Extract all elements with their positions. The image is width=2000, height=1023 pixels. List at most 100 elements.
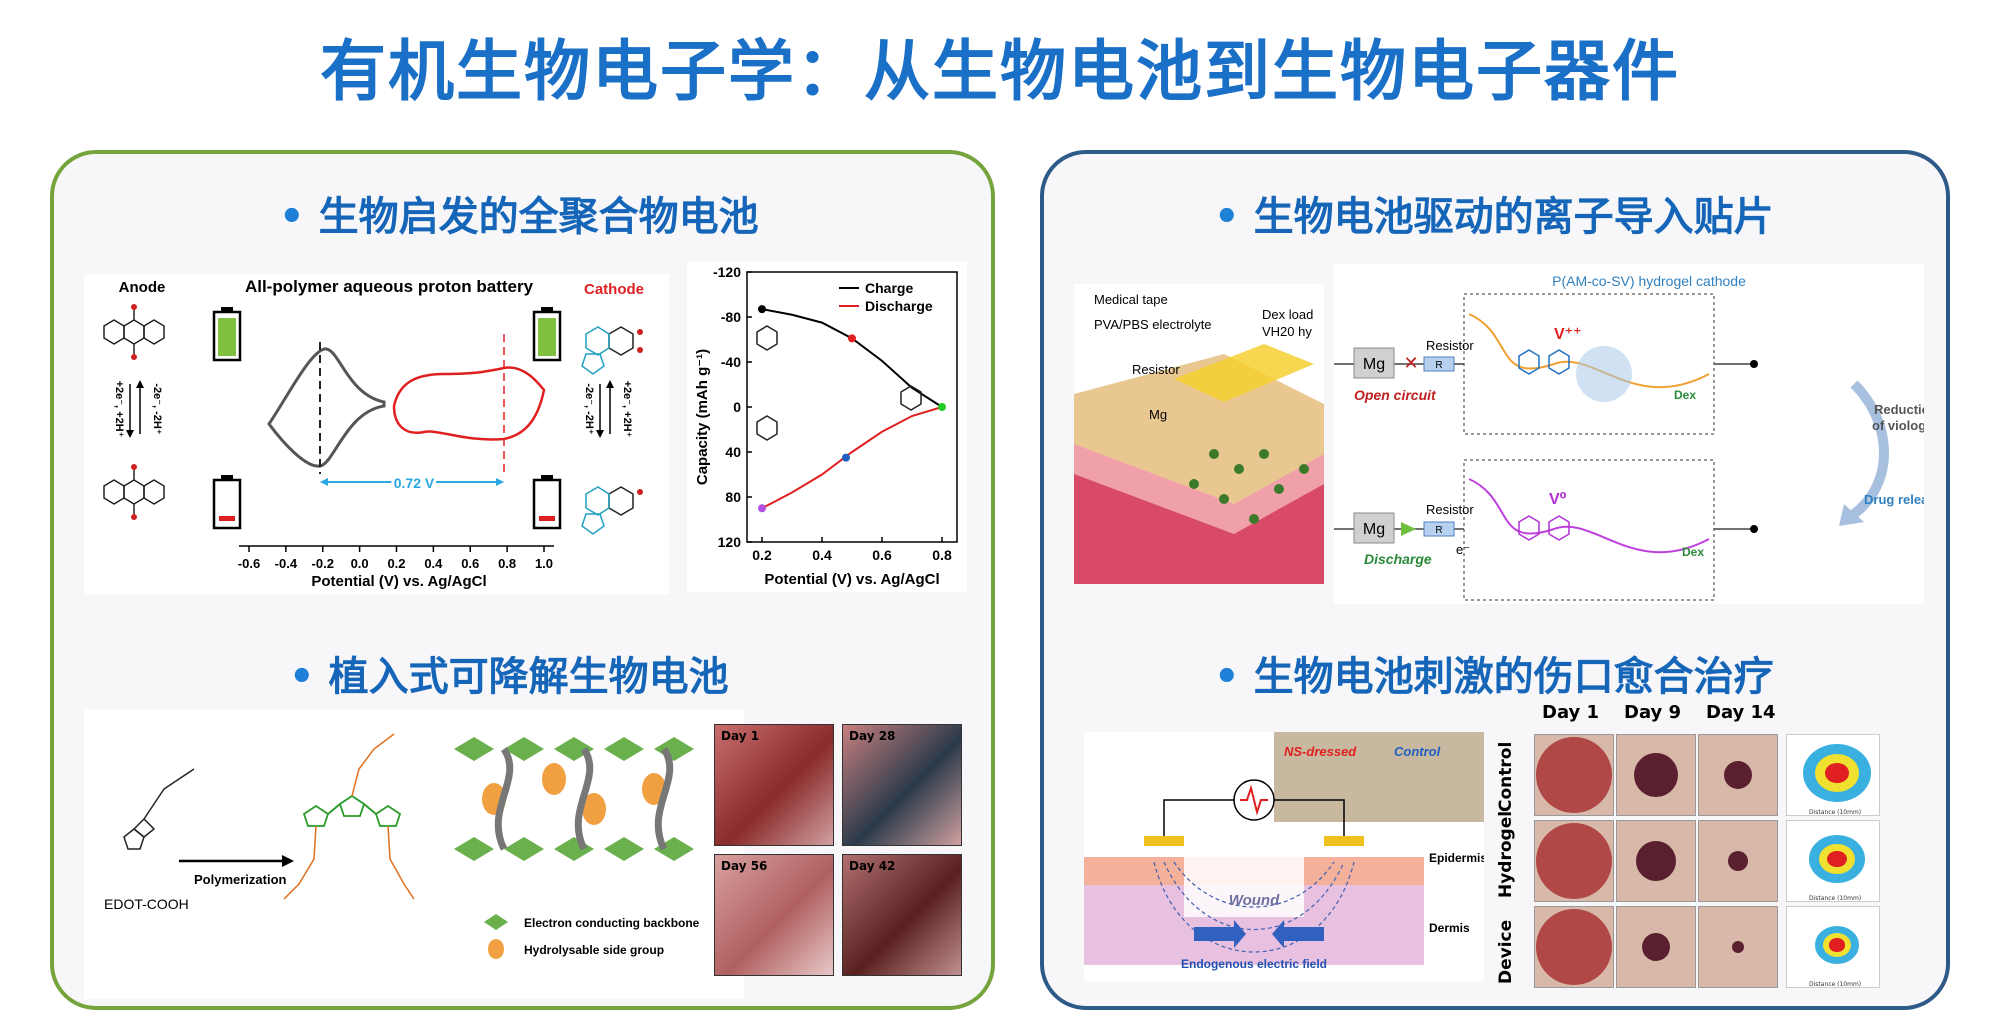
field-arrow-right-icon: [1194, 920, 1246, 948]
backbone-diamond: [454, 837, 494, 861]
field-label: Endogenous electric field: [1181, 957, 1327, 971]
wound-photo: [1274, 732, 1484, 822]
r-symbol-top: R: [1435, 360, 1442, 371]
healing-photo: [1616, 906, 1696, 988]
electrode-right: [1324, 836, 1364, 846]
heatmap-contour: [1829, 938, 1845, 952]
series-line-discharge: [761, 406, 943, 510]
field-arrow-left-icon: [1272, 920, 1324, 948]
mg-electrode-top: [1353, 347, 1395, 379]
circuit-svg: P(AM-co-SV) hydrogel cathode Mg Mg ✕ R R…: [1334, 273, 1943, 601]
backbone-diamond: [654, 737, 694, 761]
section-title-implantable-battery: •植入式可降解生物电池: [289, 644, 729, 702]
healing-photo: [1698, 820, 1778, 902]
battery-empty-icon: [532, 475, 562, 530]
healing-photo: [1534, 734, 1614, 816]
resistor-bottom: [1423, 521, 1455, 537]
cv-x-tick-label: 0.6: [461, 556, 479, 571]
label-electrolyte: PVA/PBS electrolyte: [1094, 317, 1212, 332]
of-viologen-label: of viologen: [1872, 418, 1924, 433]
col-label-day9: Day 9: [1624, 702, 1682, 723]
section-text: 生物启发的全聚合物电池: [318, 194, 759, 240]
x-tick-label: 0.6: [872, 547, 892, 563]
field-lines: [1153, 861, 1355, 953]
section-text: 生物电池刺激的伤口愈合治疗: [1253, 654, 1774, 700]
cv-x-tick-label: 0.0: [351, 556, 369, 571]
backbone-diamond: [504, 737, 544, 761]
oxygen-atom: [131, 304, 137, 310]
patch-figure: Medical tape PVA/PBS electrolyte Dex loa…: [1074, 284, 1324, 584]
open-circuit-label: Open circuit: [1354, 387, 1437, 403]
oxygen-atom: [637, 329, 643, 335]
backbone-diamond: [454, 737, 494, 761]
wound-spot: [1642, 933, 1670, 961]
label-vh20: VH20 hy: [1262, 324, 1312, 339]
wound-spot: [1636, 841, 1676, 881]
closed-switch-icon: [1401, 522, 1416, 536]
skin-dermis: [1074, 474, 1324, 584]
label-resistor: Resistor: [1132, 362, 1180, 377]
heatmap-contour: [1827, 850, 1847, 868]
arrow-head-icon: [606, 380, 614, 388]
cv-x-tick-label: -0.6: [238, 556, 260, 571]
edot-label: EDOT-COOH: [104, 896, 189, 912]
mg-electrode-bottom: [1353, 512, 1395, 544]
mg-label-top: Mg: [1363, 356, 1385, 373]
backbone-diamond: [604, 737, 644, 761]
battery-empty-icon: [212, 475, 242, 530]
cathode-reaction-reverse: -2e⁻, -2H⁺: [583, 383, 595, 435]
catechol-molecule: [756, 325, 778, 351]
day-label: Day 28: [849, 729, 896, 743]
arrow-head-icon: [596, 430, 604, 438]
polymer-backbone-top: [1468, 313, 1710, 389]
col-label-day14: Day 14: [1706, 702, 1776, 723]
catechol-molecule: [756, 415, 778, 441]
wound-spot: [1634, 753, 1678, 797]
backbone-diamond: [554, 837, 594, 861]
ns-dressed-label: NS-dressed: [1284, 744, 1357, 759]
wound-spot: [1724, 761, 1752, 789]
cathode-title: P(AM-co-SV) hydrogel cathode: [1552, 273, 1746, 289]
label-dex-load: Dex load: [1262, 307, 1313, 322]
oxygen-atom: [131, 354, 137, 360]
healing-photo: [1698, 906, 1778, 988]
photo-day28: Day 28: [842, 724, 962, 846]
bullet-icon: •: [289, 654, 315, 700]
quinone-molecule: [900, 385, 922, 411]
page-title: 有机生物电子学：从生物电池到生物电子器件: [320, 33, 1680, 110]
arrow-head-icon: [126, 430, 134, 438]
resistor-label-bottom: Resistor: [1426, 502, 1474, 517]
cv-x-tick-label: 0.4: [424, 556, 443, 571]
battery-full-icon: [532, 307, 562, 362]
photo-day42: Day 42: [842, 854, 962, 976]
wound-svg: NS-dressed Control Wound Endogenous elec…: [1084, 732, 1487, 971]
polymer-links: [494, 747, 674, 851]
row-label: Hydrogel: [1496, 810, 1516, 898]
drug-particles: [1189, 449, 1309, 524]
legend-backbone: Electron conducting backbone: [524, 916, 700, 930]
heatmap-plot: Distance (10mm): [1786, 906, 1880, 988]
photo-day56: Day 56: [714, 854, 834, 976]
series-line-charge: [761, 308, 943, 408]
viologen-molecule-top: [1518, 349, 1570, 375]
legend-oval-icon: [488, 939, 504, 959]
marker-group: [758, 305, 946, 513]
wound-spot: [1536, 823, 1612, 899]
healing-photo: [1616, 820, 1696, 902]
heatmap-contour: [1825, 762, 1849, 784]
cv-title: All-polymer aqueous proton battery: [245, 277, 534, 296]
y-axis-label: Capacity (mAh g⁻¹): [694, 349, 711, 485]
y-tick-label: -120: [713, 264, 741, 280]
edot-molecule: [123, 768, 195, 850]
healing-photo: [1534, 906, 1614, 988]
heatmap-plot: Distance (10mm): [1786, 820, 1880, 902]
terminal-dot: [1750, 525, 1758, 533]
oxygen-atom: [131, 514, 137, 520]
day-label: Day 1: [721, 729, 760, 743]
cathode-cv-curve: [392, 366, 546, 441]
cathode-molecule-top: [581, 326, 634, 375]
right-panel: •生物电池驱动的离子导入贴片 •生物电池刺激的伤口愈合治疗 Medical ta…: [1040, 150, 1950, 1010]
arrow-head-icon: [282, 855, 294, 867]
circuit-wire-left: [1163, 799, 1234, 836]
